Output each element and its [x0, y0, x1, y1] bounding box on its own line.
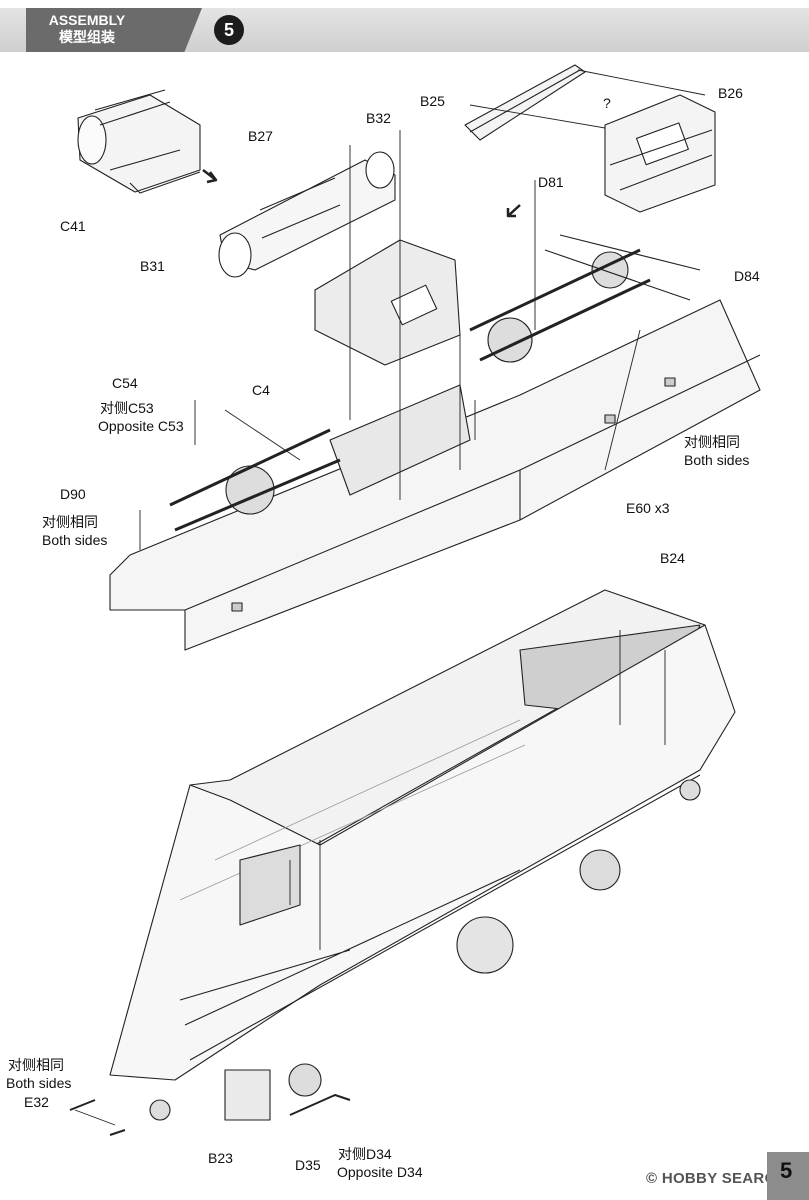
upper-chassis-drawing — [109, 234, 761, 651]
label-b32: B32 — [366, 110, 391, 126]
label-e60: E60 x3 — [626, 500, 670, 516]
label-both-sides-middle-en: Both sides — [42, 532, 108, 548]
leader-line — [74, 630, 666, 1126]
label-b23: B23 — [208, 1150, 233, 1166]
leader-line — [139, 130, 641, 550]
part-b25-drawing — [464, 64, 586, 141]
arrow-icon — [202, 169, 218, 184]
label-d81: D81 — [538, 174, 564, 190]
label-c4: C4 — [252, 382, 270, 398]
label-c54: C54 — [112, 375, 138, 391]
step-number-badge: 5 — [214, 15, 244, 45]
label-c41: C41 — [60, 218, 86, 234]
label-c53-cn: 对侧C53 — [100, 400, 154, 416]
part-b32-b31-drawing — [218, 151, 396, 278]
arrow-icon — [506, 204, 521, 218]
watermark-text: HOBBY SEARCH — [661, 1170, 787, 1187]
label-d35: D35 — [295, 1157, 321, 1173]
label-c53-en: Opposite C53 — [98, 418, 184, 434]
assembly-heading: ASSEMBLY 模型组装 — [26, 12, 148, 46]
label-d34-en: Opposite D34 — [337, 1164, 423, 1180]
leader-line — [469, 69, 706, 129]
label-both-sides-upper-cn: 对侧相同 — [684, 434, 740, 450]
label-b24: B24 — [660, 550, 685, 566]
page-corner-tab — [767, 1152, 809, 1200]
lower-chassis-drawing — [69, 589, 736, 1136]
label-both-sides-upper-en: Both sides — [684, 452, 750, 468]
header-tab — [26, 8, 202, 52]
label-b26: B26 — [718, 85, 743, 101]
label-b25: B25 — [420, 93, 445, 109]
label-both-sides-lower-en: Both sides — [6, 1075, 72, 1091]
label-d90: D90 — [60, 486, 86, 502]
part-b26-drawing — [604, 94, 716, 213]
copyright-icon: © — [646, 1170, 662, 1187]
part-b27-drawing — [77, 89, 201, 194]
label-both-sides-middle-cn: 对侧相同 — [42, 514, 98, 530]
label-e32: E32 — [24, 1094, 49, 1110]
label-b27: B27 — [248, 128, 273, 144]
label-b31: B31 — [140, 258, 165, 274]
label-d34-cn: 对侧D34 — [338, 1146, 392, 1162]
label-both-sides-lower-cn: 对侧相同 — [8, 1057, 64, 1073]
assembly-heading-cn: 模型组装 — [59, 29, 115, 45]
label-d84: D84 — [734, 268, 760, 284]
page-number: 5 — [780, 1158, 793, 1183]
hobby-search-watermark: © HOBBY SEARCH — [646, 1170, 787, 1187]
label-question-mark: ? — [603, 95, 611, 111]
assembly-heading-en: ASSEMBLY — [48, 12, 126, 28]
